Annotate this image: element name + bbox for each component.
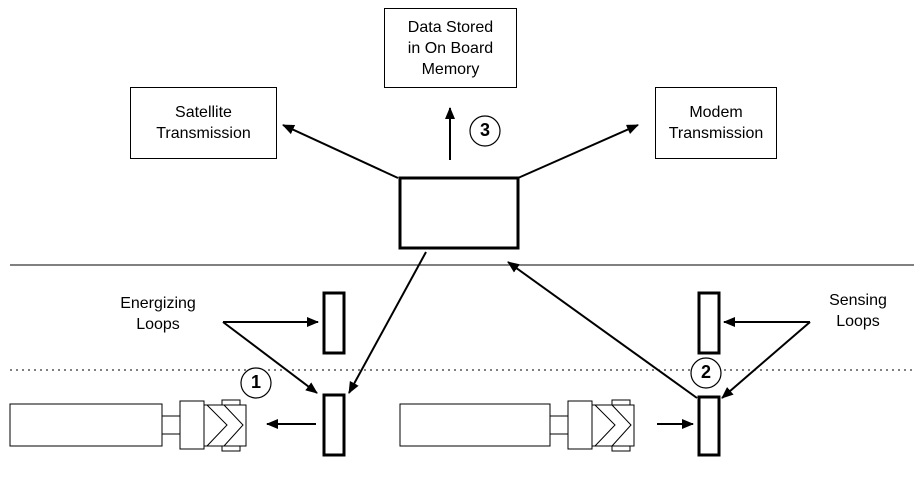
- sensing-loop-lower: [697, 395, 721, 457]
- step-3-circle: [469, 115, 501, 147]
- energizing-loops-label: Energizing Loops: [120, 295, 196, 333]
- arrow-controller-to-energizing-loop: [348, 251, 427, 394]
- controller-box: [398, 176, 520, 250]
- sensing-loops-label: Sensing Loops: [829, 292, 887, 330]
- energizing-loop-lower: [322, 393, 346, 457]
- arrow-to-modem: [517, 124, 639, 179]
- arrow-to-satellite: [282, 124, 399, 179]
- memory-label: Data Stored in On Board Memory: [407, 18, 494, 78]
- energizing-loop-upper: [322, 291, 346, 355]
- energizing-pointer-lower: [222, 321, 318, 394]
- step-1-circle: [240, 367, 272, 399]
- step-2-circle: [690, 357, 722, 389]
- step-2-label: 2: [700, 362, 711, 382]
- satellite-box: Satellite Transmission: [130, 87, 277, 159]
- arrow-sensing-loop-to-controller: [507, 261, 698, 399]
- memory-box: Data Stored in On Board Memory: [384, 8, 517, 88]
- modem-box: Modem Transmission: [655, 87, 777, 159]
- sensing-loop-upper: [697, 291, 721, 355]
- step-1-label: 1: [250, 372, 261, 392]
- truck-left: [9, 399, 247, 452]
- modem-label: Modem Transmission: [668, 104, 764, 142]
- sensing-pointer-lower: [721, 321, 811, 399]
- satellite-label: Satellite Transmission: [156, 104, 251, 142]
- truck-right: [399, 399, 635, 452]
- step-3-label: 3: [479, 120, 490, 140]
